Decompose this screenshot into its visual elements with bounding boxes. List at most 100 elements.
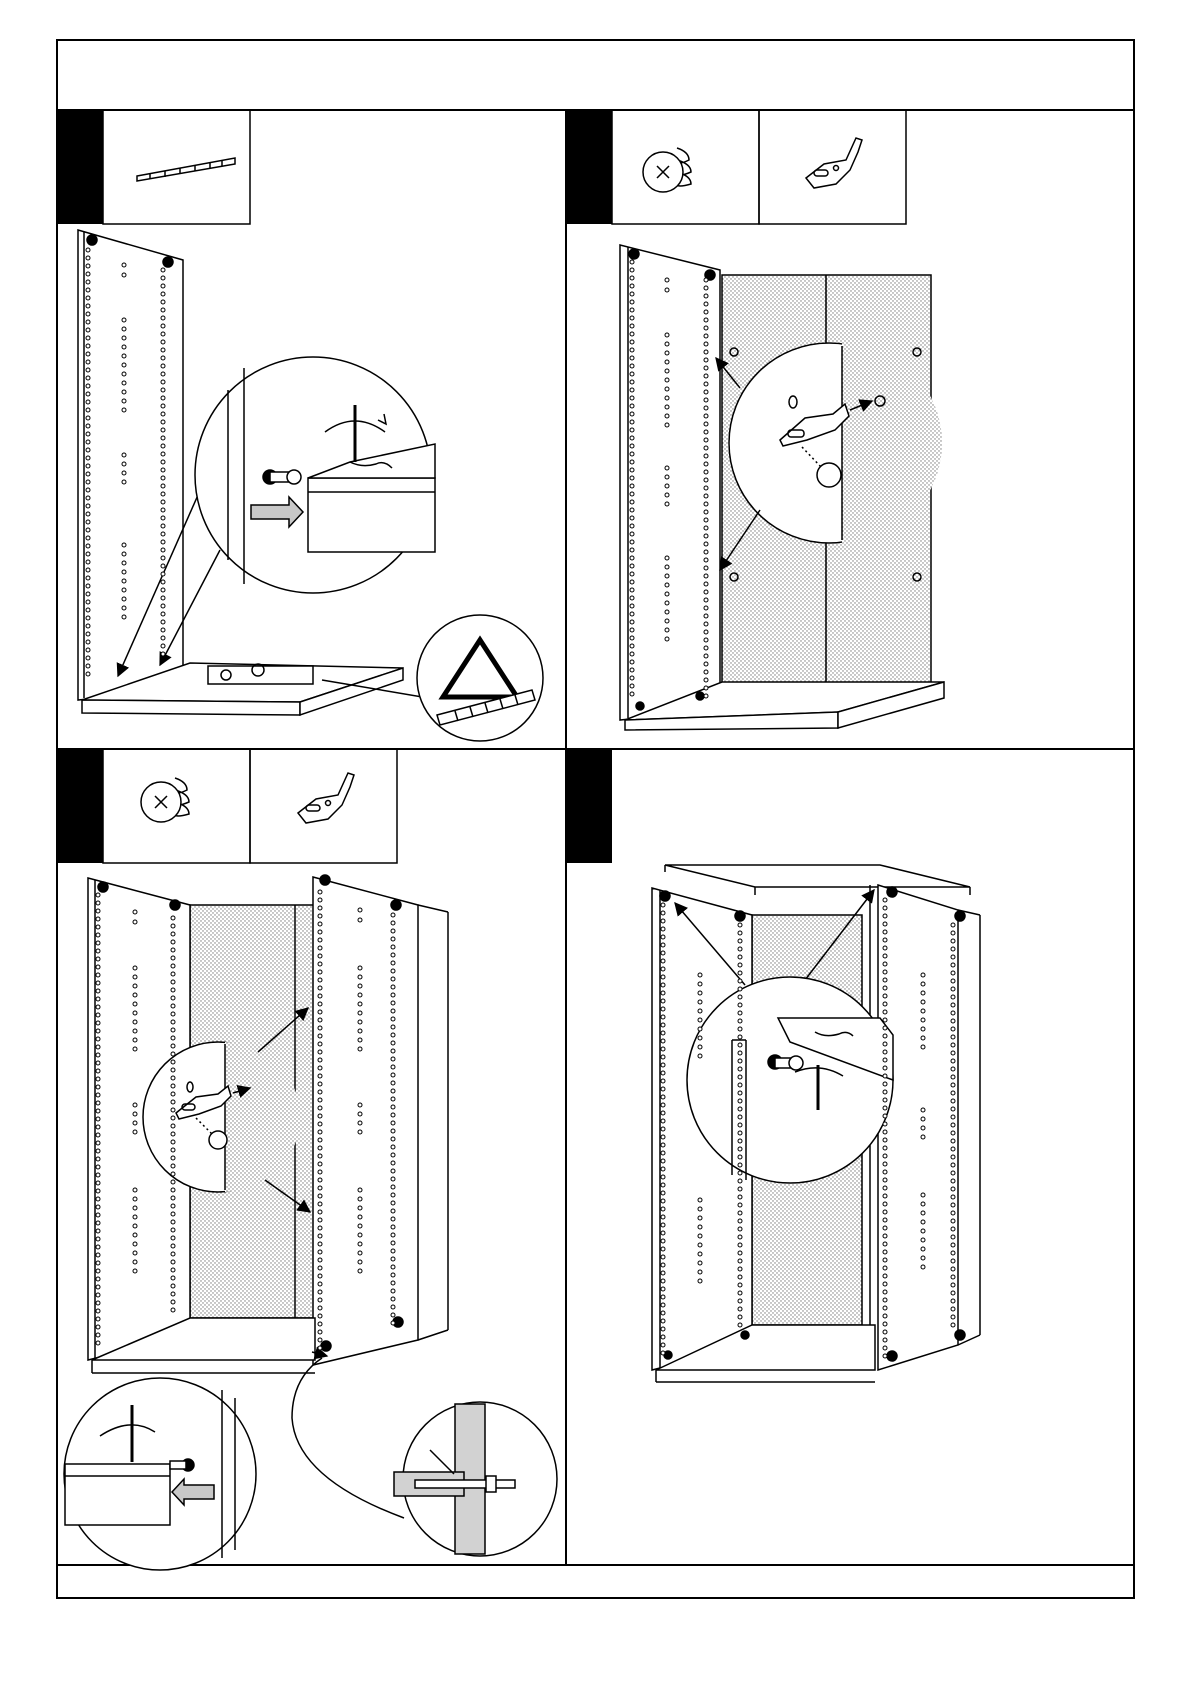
system-hole [921, 1000, 925, 1004]
system-hole [96, 1293, 100, 1297]
system-hole [171, 996, 175, 1000]
system-hole [161, 604, 165, 608]
system-hole [738, 955, 742, 959]
system-hole [630, 516, 634, 520]
system-hole [738, 1267, 742, 1271]
cam-icon [321, 1341, 331, 1351]
system-hole [96, 989, 100, 993]
system-hole [318, 930, 322, 934]
system-hole [883, 1242, 887, 1246]
system-hole [171, 1020, 175, 1024]
system-hole [86, 488, 90, 492]
system-hole [951, 1003, 955, 1007]
system-hole [921, 1135, 925, 1139]
system-hole [704, 614, 708, 618]
system-hole [96, 1317, 100, 1321]
system-hole [698, 1009, 702, 1013]
system-hole [951, 1171, 955, 1175]
system-hole [318, 1034, 322, 1038]
system-hole [698, 1243, 702, 1247]
system-hole [883, 914, 887, 918]
screw-icon [643, 148, 691, 192]
system-hole [661, 1127, 665, 1131]
system-hole [171, 916, 175, 920]
system-hole [661, 1175, 665, 1179]
system-hole [665, 351, 669, 355]
system-hole [161, 500, 165, 504]
system-hole [96, 1005, 100, 1009]
system-hole [630, 484, 634, 488]
system-hole [661, 1007, 665, 1011]
system-hole [171, 1252, 175, 1256]
system-hole [883, 986, 887, 990]
system-hole [698, 1054, 702, 1058]
system-hole [358, 1130, 362, 1134]
system-hole [921, 1229, 925, 1233]
system-hole [951, 1235, 955, 1239]
system-hole [161, 580, 165, 584]
step-marker-2 [566, 110, 612, 224]
system-hole [921, 973, 925, 977]
system-hole [86, 496, 90, 500]
system-hole [318, 1002, 322, 1006]
system-hole [704, 662, 708, 666]
system-hole [704, 390, 708, 394]
system-hole [86, 440, 90, 444]
system-hole [161, 588, 165, 592]
system-hole [171, 1204, 175, 1208]
system-hole [86, 384, 90, 388]
system-hole [161, 268, 165, 272]
system-hole [391, 1073, 395, 1077]
system-hole [171, 1092, 175, 1096]
system-hole [630, 388, 634, 392]
system-hole [883, 1042, 887, 1046]
system-hole [704, 582, 708, 586]
system-hole [630, 524, 634, 528]
system-hole [391, 1025, 395, 1029]
system-hole [630, 612, 634, 616]
system-hole [96, 909, 100, 913]
system-hole [318, 922, 322, 926]
system-hole [391, 1081, 395, 1085]
system-hole [704, 382, 708, 386]
system-hole [883, 1234, 887, 1238]
system-hole [951, 1091, 955, 1095]
system-hole [661, 959, 665, 963]
system-hole [698, 1198, 702, 1202]
system-hole [704, 462, 708, 466]
system-hole [358, 1029, 362, 1033]
system-hole [704, 606, 708, 610]
system-hole [161, 612, 165, 616]
system-hole [883, 930, 887, 934]
system-hole [704, 494, 708, 498]
system-hole [122, 606, 126, 610]
system-hole [96, 933, 100, 937]
system-hole [704, 438, 708, 442]
system-hole [661, 1231, 665, 1235]
system-hole [665, 637, 669, 641]
system-hole [738, 995, 742, 999]
system-hole [391, 1185, 395, 1189]
system-hole [883, 1330, 887, 1334]
system-hole [391, 1057, 395, 1061]
system-hole [391, 1105, 395, 1109]
system-hole [883, 1090, 887, 1094]
system-hole [96, 1037, 100, 1041]
system-hole [704, 638, 708, 642]
system-hole [96, 1109, 100, 1113]
system-hole [698, 973, 702, 977]
system-hole [661, 975, 665, 979]
system-hole [96, 1277, 100, 1281]
system-hole [171, 1076, 175, 1080]
system-hole [630, 476, 634, 480]
system-hole [358, 918, 362, 922]
system-hole [951, 1155, 955, 1159]
system-hole [96, 1117, 100, 1121]
system-hole [171, 1212, 175, 1216]
system-hole [661, 1319, 665, 1323]
system-hole [86, 360, 90, 364]
system-hole [358, 1260, 362, 1264]
system-hole [86, 512, 90, 516]
system-hole [171, 948, 175, 952]
system-hole [96, 1069, 100, 1073]
